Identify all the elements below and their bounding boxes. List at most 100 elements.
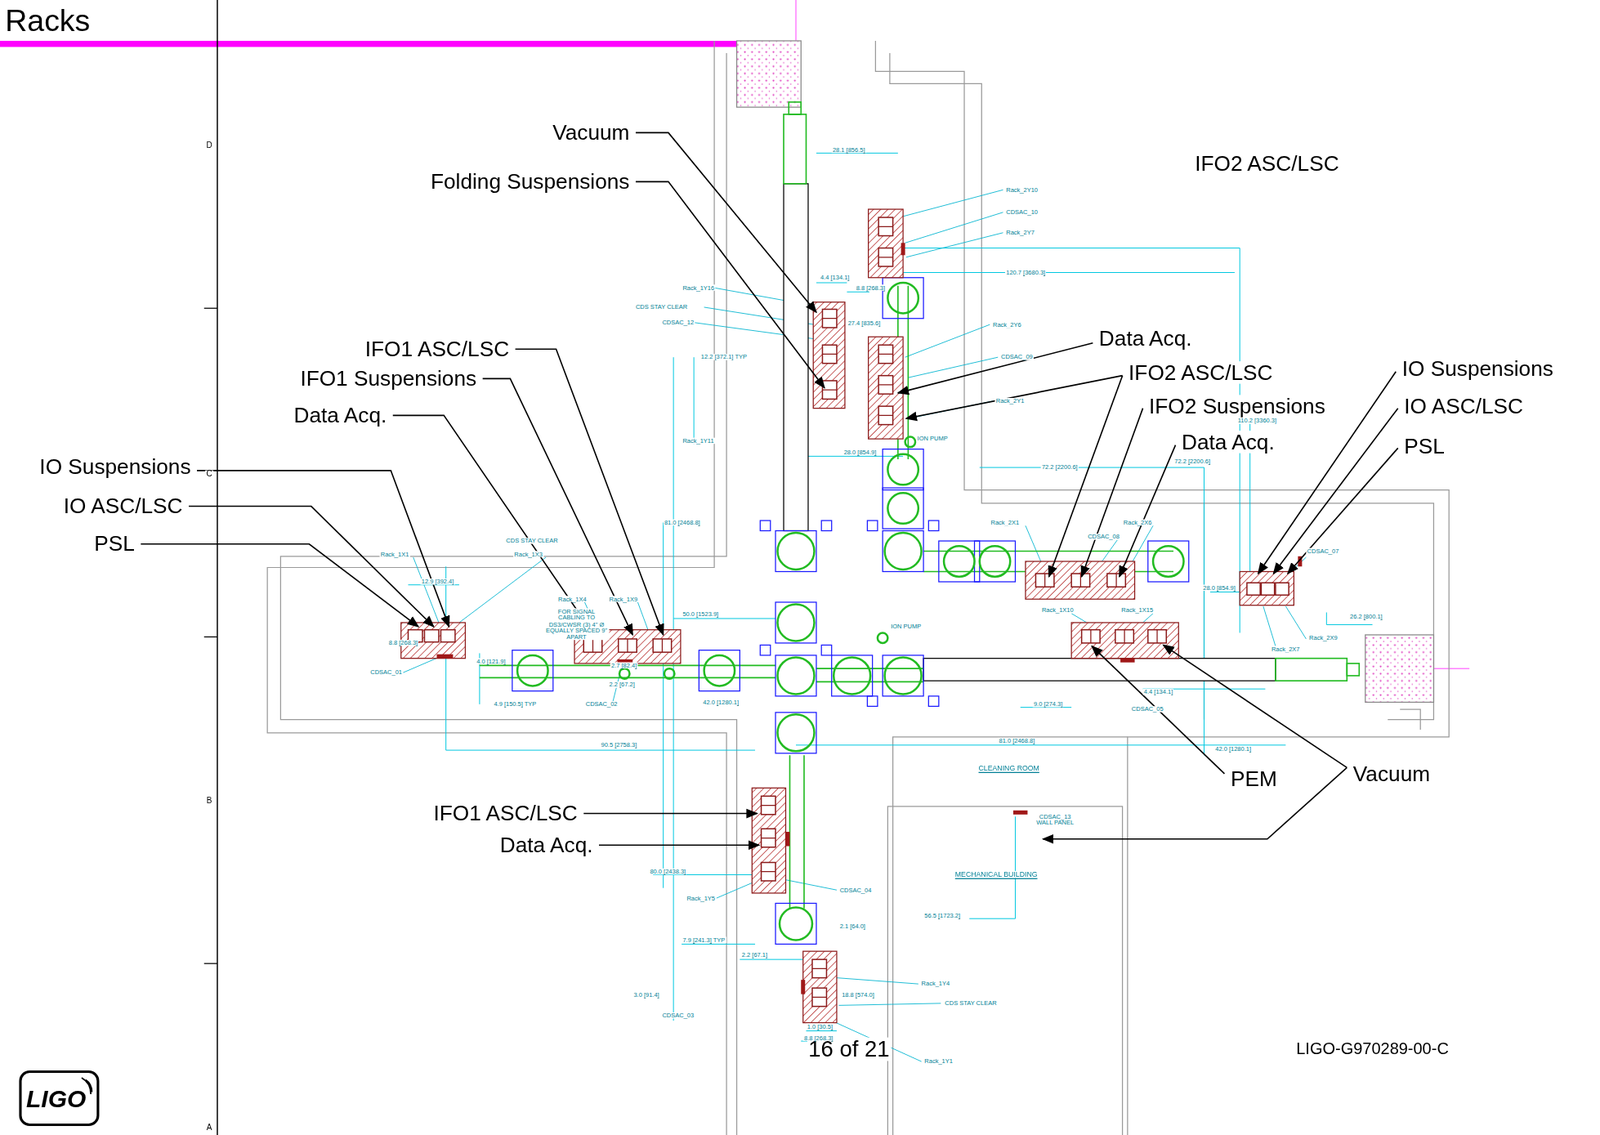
drawing-note: CDSAC_13 WALL PANEL [1032, 813, 1078, 827]
drawing-note: 120.7 [3680.3] [1005, 269, 1046, 277]
drawing-note: 3.0 [91.4] [632, 992, 661, 999]
drawing-note: 56.5 [1723.2] [923, 912, 961, 920]
drawing-note: Rack_1Y16 [681, 284, 716, 291]
drawing-note: 26.2 [800.1] [1349, 613, 1384, 621]
drawing-note: 81.0 [2468.8] [997, 737, 1036, 745]
drawing-note: CDSAC_05 [1130, 706, 1165, 713]
document-number: LIGO-G970289-00-C [1295, 1041, 1450, 1059]
drawing-note: Rack_1X1 [379, 550, 411, 558]
drawing-note: CDSAC_02 [585, 701, 619, 708]
drawing-note: Rack_1Y11 [681, 437, 716, 445]
drawing-note: 12.9 [392.4] [420, 578, 455, 586]
drawing-note: Rack_1Y5 [685, 894, 716, 902]
drawing-note: 28.1 [856.5] [831, 147, 867, 154]
drawing-note: Rack_2X7 [1270, 645, 1301, 653]
page-title: Racks [4, 4, 92, 36]
drawing-note: 28.0 [854.9] [842, 448, 877, 456]
drawing-note: Rack_2Y10 [1005, 186, 1039, 193]
zone-letter: A [205, 1123, 213, 1132]
callout-label: IO ASC/LSC [1403, 394, 1525, 418]
drawing-note: CDS STAY CLEAR [634, 303, 689, 311]
drawing-note: 90.5 [2758.3] [599, 741, 638, 749]
drawing-note: CDSAC_03 [661, 1012, 695, 1019]
callout-label: IFO2 Suspensions [1148, 394, 1327, 418]
drawing-note: CDSAC_09 [1000, 353, 1034, 361]
drawing-note: 2.2 [67.2] [607, 681, 636, 689]
drawing-note: 4.0 [121.9] [475, 657, 507, 665]
drawing-note: 42.0 [1280.1] [1214, 746, 1252, 753]
callout-label: IO ASC/LSC [62, 495, 184, 519]
drawing-note: 28.0 [854.9] [1202, 585, 1237, 592]
callout-label: IFO2 ASC/LSC [1193, 151, 1341, 175]
callout-label: Vacuum [1352, 762, 1432, 786]
drawing-note: MECHANICAL BUILDING [954, 871, 1039, 879]
logo-text: LIGO [25, 1085, 88, 1111]
drawing-note: 18.8 [574.0] [840, 992, 876, 999]
drawing-note: CDSAC_10 [1005, 209, 1039, 216]
zone-letter: C [205, 470, 214, 479]
drawing-note: 12.2 [372.1] TYP [700, 353, 749, 361]
drawing-note: Rack_2Y6 [992, 321, 1023, 328]
drawing-note: 50.0 [1523.9] [681, 611, 720, 618]
drawing-note: 4.4 [134.1] [1143, 688, 1175, 696]
drawing-note: 1.0 [30.5] [805, 1023, 834, 1031]
callout-label: PEM [1229, 767, 1279, 791]
drawing-note: CDS STAY CLEAR [505, 537, 559, 545]
drawing-note: 110.2 [3360.3] [1236, 417, 1278, 425]
callout-label: IFO1 ASC/LSC [432, 802, 579, 826]
drawing-note: 8.8 [268.3] [854, 284, 886, 291]
drawing-note: 2.1 [64.0] [838, 923, 867, 930]
drawing-note: 8.8 [268.3] [388, 639, 420, 647]
drawing-note: CDS STAY CLEAR [943, 1000, 998, 1007]
drawing-note: ION PUMP [916, 435, 949, 443]
drawing-note: 80.0 [2438.3] [648, 868, 687, 876]
callout-label: IO Suspensions [38, 455, 193, 479]
drawing-note: 42.0 [1280.1] [701, 698, 740, 706]
drawing-note: CLEANING ROOM [977, 764, 1041, 773]
callout-label: PSL [93, 532, 136, 556]
callout-label: Vacuum [551, 121, 631, 145]
drawing-note: Rack_1X9 [607, 595, 639, 603]
callout-label: Data Acq. [1098, 327, 1194, 351]
drawing-note: 81.0 [2468.8] [663, 519, 702, 527]
drawing-note: 8.8 [268.3] [803, 1034, 835, 1042]
callout-label: PSL [1403, 434, 1446, 458]
zone-letter: D [205, 141, 214, 150]
drawing-note: Rack_2X9 [1308, 634, 1339, 642]
drawing-note: CDSAC_01 [369, 669, 403, 676]
callout-label: IFO2 ASC/LSC [1127, 361, 1274, 385]
drawing-note: 27.4 [835.6] [846, 320, 881, 327]
drawing-note: 2.7 [82.4] [610, 661, 639, 669]
drawing-note: 9.0 [274.3] [1032, 701, 1064, 708]
callout-label: Folding Suspensions [429, 170, 631, 194]
drawing-note: Rack_1X4 [557, 595, 588, 603]
drawing-note: 7.9 [241.3] TYP [681, 936, 726, 944]
callout-label: Data Acq. [499, 833, 595, 857]
drawing-note: Rack_2X6 [1122, 519, 1154, 527]
drawing-note: Rack_1X15 [1120, 607, 1154, 614]
drawing-note: 72.2 [2200.6] [1041, 464, 1079, 471]
drawing-note: Rack_1X3 [513, 550, 544, 558]
drawing-note: CDSAC_12 [661, 319, 695, 327]
callout-label: IFO1 ASC/LSC [364, 337, 511, 361]
drawing-note: Rack_1Y4 [920, 980, 951, 988]
drawing-note: 4.9 [150.5] TYP [492, 701, 537, 708]
drawing-note: 72.2 [2200.6] [1173, 458, 1212, 465]
drawing-note: CDSAC_08 [1086, 533, 1121, 541]
drawing-note: 4.4 [134.1] [819, 274, 851, 282]
callout-label: IFO1 Suspensions [299, 367, 478, 391]
drawing-note: CDSAC_04 [838, 886, 872, 894]
drawing-note: FOR SIGNAL CABLING TO DS3/CWSR (3) 4" Ø … [544, 607, 610, 640]
callout-label: Data Acq. [1180, 430, 1276, 454]
drawing-note: Rack_2Y7 [1005, 229, 1036, 237]
drawing-note: 2.2 [67.1] [741, 951, 769, 959]
drawing-note: Rack_1Y1 [923, 1058, 954, 1065]
zone-letter: B [205, 796, 213, 805]
callout-label: Data Acq. [292, 404, 388, 428]
drawing-note: Rack_2Y1 [995, 397, 1026, 405]
drawing-note: Rack_1X10 [1041, 607, 1075, 614]
drawing-note: CDSAC_07 [1305, 548, 1340, 555]
drawing-note: ION PUMP [889, 623, 923, 631]
drawing-note: Rack_2X1 [989, 519, 1020, 527]
